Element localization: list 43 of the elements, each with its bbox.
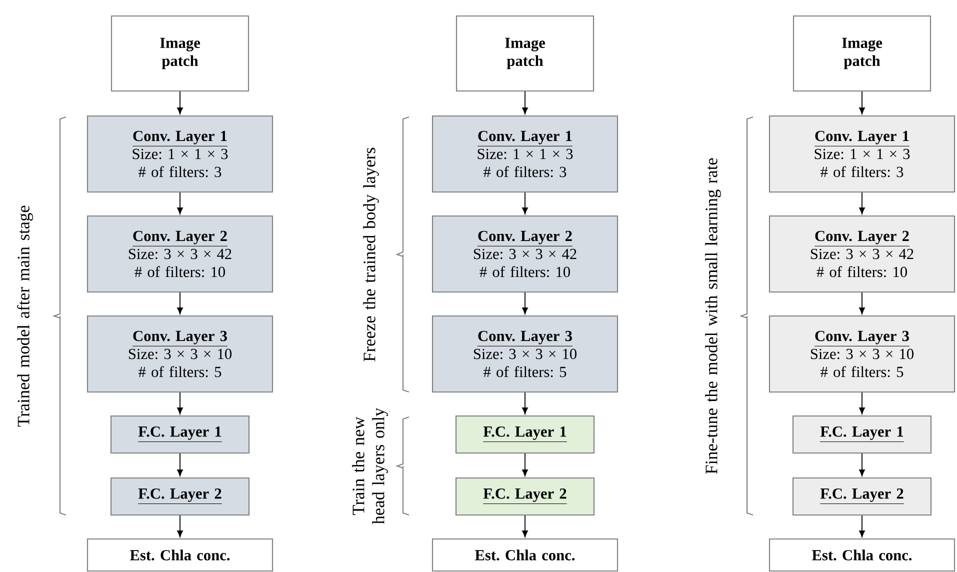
arrow [859, 91, 865, 114]
arrow [522, 453, 528, 476]
io-box: Est. Chla conc. [768, 538, 956, 572]
arrow [522, 192, 528, 214]
arrow [177, 192, 183, 214]
arrow [522, 91, 528, 114]
arrow [859, 392, 865, 414]
conv-layer-box: Conv. Layer 2 Size: 3 × 3 × 42 # of filters: 10 [86, 215, 274, 293]
io-box: Est. Chla conc. [86, 538, 274, 572]
io-box: Image patch [792, 15, 932, 92]
fc-layer-box: F.C. Layer 2 [110, 477, 250, 516]
side-label: Fine-tune the model with small learning rate [705, 158, 721, 474]
fc-layer-box: F.C. Layer 1 [792, 415, 932, 454]
arrow [859, 292, 865, 314]
fc-layer-box: F.C. Layer 1 [455, 415, 595, 454]
conv-layer-box: Conv. Layer 1 Size: 1 × 1 × 3 # of filters: 3 [768, 115, 956, 193]
arrow [177, 392, 183, 414]
conv-layer-box: Conv. Layer 2 Size: 3 × 3 × 42 # of filters: 10 [768, 215, 956, 293]
io-box: Image patch [110, 15, 250, 92]
fc-layer-box: F.C. Layer 2 [792, 477, 932, 516]
side-label: Train the new head layers only [352, 408, 388, 524]
fc-layer-box: F.C. Layer 2 [455, 477, 595, 516]
arrow [522, 515, 528, 538]
io-box: Est. Chla conc. [432, 538, 618, 572]
arrow [177, 91, 183, 114]
side-label: Freeze the trained body layers [363, 148, 379, 362]
fc-layer-box: F.C. Layer 1 [110, 415, 250, 454]
arrow [859, 192, 865, 214]
conv-layer-box: Conv. Layer 1 Size: 1 × 1 × 3 # of filters: 3 [86, 115, 274, 193]
conv-layer-box: Conv. Layer 3 Size: 3 × 3 × 10 # of filters: 5 [432, 315, 618, 393]
arrow [522, 392, 528, 414]
arrow [859, 515, 865, 538]
conv-layer-box: Conv. Layer 1 Size: 1 × 1 × 3 # of filters: 3 [432, 115, 618, 193]
arrow [522, 292, 528, 314]
arrow [177, 292, 183, 314]
conv-layer-box: Conv. Layer 3 Size: 3 × 3 × 10 # of filters: 5 [768, 315, 956, 393]
conv-layer-box: Conv. Layer 2 Size: 3 × 3 × 42 # of filters: 10 [432, 215, 618, 293]
io-box: Image patch [456, 15, 594, 92]
conv-layer-box: Conv. Layer 3 Size: 3 × 3 × 10 # of filters: 5 [86, 315, 274, 393]
side-label: Trained model after main stage [17, 206, 33, 427]
arrow [177, 453, 183, 476]
arrow [859, 453, 865, 476]
arrow [177, 515, 183, 538]
